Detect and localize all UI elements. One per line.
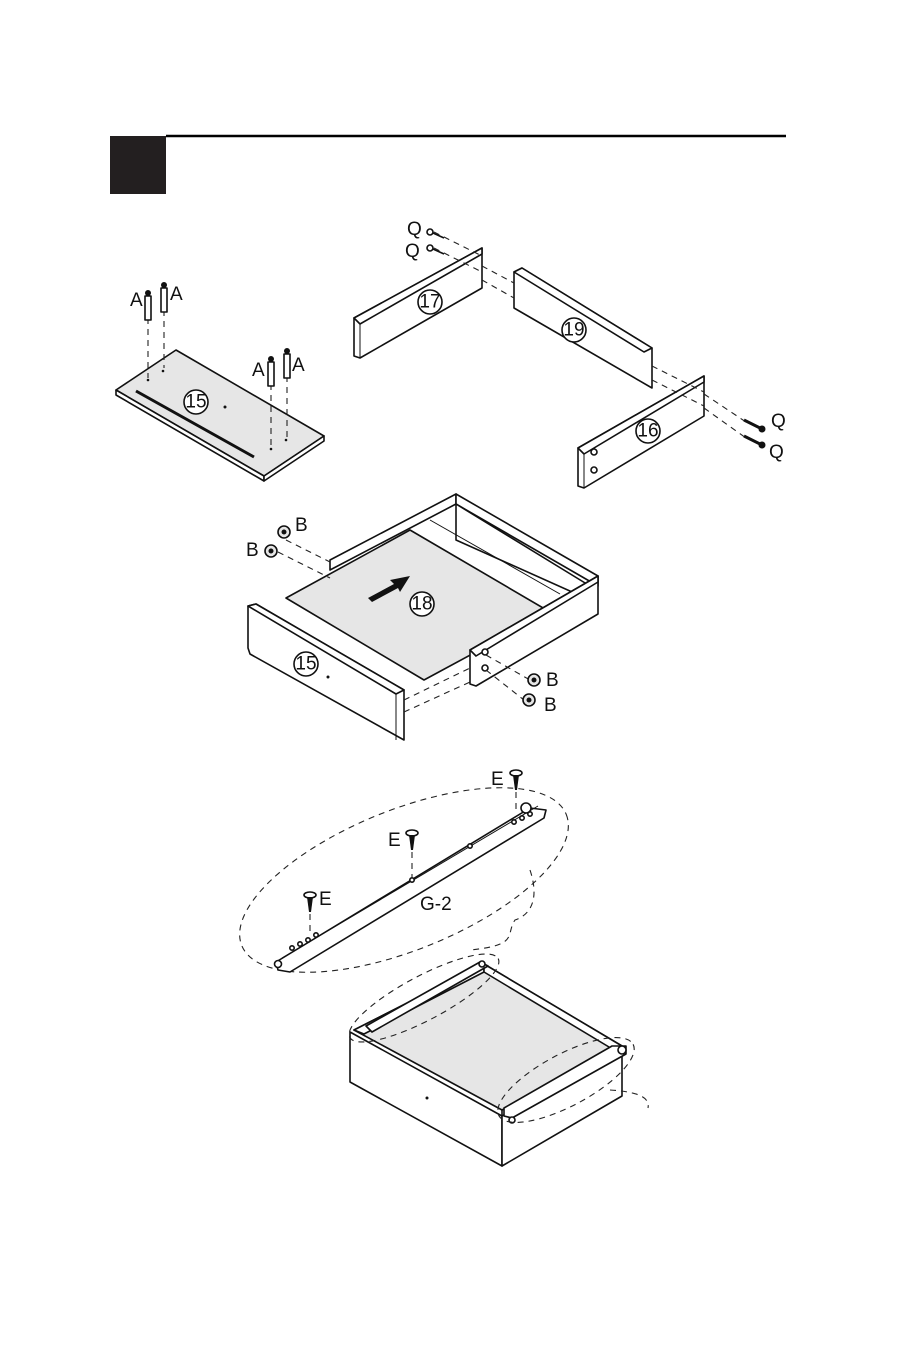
cam-lock-nut-icon xyxy=(528,674,540,686)
cam-lock-nut-icon xyxy=(265,545,277,557)
screw-icon xyxy=(406,830,418,850)
cam-lock-nut-icon xyxy=(523,694,535,706)
screw-icon xyxy=(427,229,444,238)
hardware-label-b: B xyxy=(546,670,559,691)
hardware-label-q: Q xyxy=(769,442,784,463)
screw-icon xyxy=(304,892,316,912)
screw-icon xyxy=(744,420,766,433)
panel-17: 17 xyxy=(354,248,482,358)
cam-bolt-icon xyxy=(161,282,167,312)
cam-bolt-icon xyxy=(268,356,274,386)
hardware-label-q: Q xyxy=(407,219,422,240)
part-number-18: 18 xyxy=(411,594,432,615)
cam-bolt-icon xyxy=(284,348,290,378)
hardware-label-b: B xyxy=(246,540,259,561)
hardware-label-a: A xyxy=(292,355,305,376)
part-number-16: 16 xyxy=(637,421,658,442)
drawer-slide-detail: E E E G-2 xyxy=(216,750,593,1011)
hardware-label-b: B xyxy=(544,695,557,716)
hardware-label-e: E xyxy=(388,830,401,851)
panel-19: 19 xyxy=(514,268,652,388)
hardware-label-e: E xyxy=(319,889,332,910)
hardware-label-e: E xyxy=(491,769,504,790)
hardware-label-q: Q xyxy=(405,241,420,262)
part-number-15-front: 15 xyxy=(295,654,316,675)
assembled-drawer xyxy=(340,939,649,1166)
hardware-label-b: B xyxy=(295,515,308,536)
part-number-19: 19 xyxy=(563,320,584,341)
slide-label-g2: G-2 xyxy=(420,894,452,915)
step-badge xyxy=(110,136,166,194)
cam-lock-nut-icon xyxy=(278,526,290,538)
hardware-label-a: A xyxy=(252,360,265,381)
hardware-label-a: A xyxy=(130,290,143,311)
part-number-15-top: 15 xyxy=(185,392,206,413)
hardware-label-a: A xyxy=(170,284,183,305)
hardware-label-q: Q xyxy=(771,411,786,432)
screw-icon xyxy=(427,245,444,254)
screw-icon xyxy=(744,436,766,449)
cam-bolt-icon xyxy=(145,290,151,320)
panel-16: 16 xyxy=(578,376,704,488)
screw-icon xyxy=(510,770,522,790)
part-number-17: 17 xyxy=(419,292,440,313)
